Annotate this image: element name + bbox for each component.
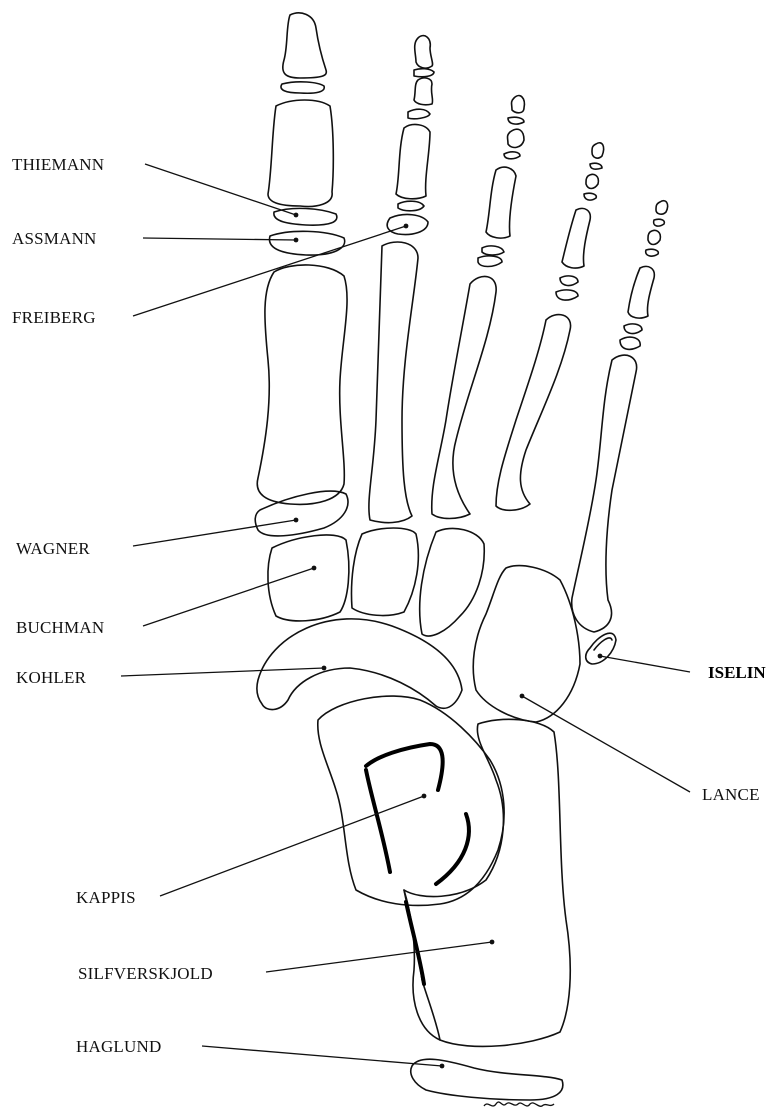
- ray5-distal-phalanx: [656, 201, 668, 214]
- label-haglund: HAGLUND: [76, 1037, 161, 1056]
- talus-inner-curve-left: [366, 770, 390, 872]
- label-assmann: ASSMANN: [12, 229, 97, 248]
- fifth-metatarsal: [572, 355, 637, 632]
- navicular-kohler: [257, 619, 462, 710]
- midfoot-bones: [255, 491, 580, 722]
- assmann-dot: [294, 238, 299, 243]
- label-freiberg: FREIBERG: [12, 308, 96, 327]
- hindfoot-bones: [318, 696, 570, 1100]
- ray5-epiphysis-c: [624, 324, 642, 334]
- kappis-dot: [422, 794, 427, 799]
- ray4-epiphysis-d: [556, 290, 578, 300]
- ray4-distal-phalanx: [592, 143, 604, 158]
- ray4-epiphysis-c: [560, 276, 578, 286]
- thiemann-dot: [294, 213, 299, 218]
- lance-dot: [520, 694, 525, 699]
- ray2-middle-phalanx: [414, 78, 433, 105]
- label-kohler: KOHLER: [16, 668, 87, 687]
- talus-inner-curve-right: [436, 814, 469, 884]
- ray2-proximal-phalanx: [396, 125, 430, 199]
- wagner-leader: [133, 520, 296, 546]
- haglund-dot: [440, 1064, 445, 1069]
- ray3-distal-phalanx: [512, 96, 525, 113]
- assmann-leader: [143, 238, 296, 240]
- ray2-prox-epiphysis-a: [398, 201, 424, 211]
- second-metatarsal: [369, 242, 418, 523]
- medial-cuneiform-buchman: [268, 535, 349, 621]
- ray2-mid-epiphysis-b: [408, 109, 430, 119]
- ray2-distal-phalanx: [415, 36, 433, 68]
- ray-2-bones: [369, 36, 434, 523]
- artist-signature: [484, 1102, 554, 1106]
- iselin-dot: [598, 654, 603, 659]
- thiemann-leader: [145, 164, 296, 215]
- ray5-epiphysis-a: [654, 219, 665, 226]
- ray-3-bones: [432, 96, 525, 519]
- wagner-bone: [255, 491, 348, 536]
- ray5-epiphysis-b: [646, 249, 659, 256]
- signature-scribble: [484, 1102, 554, 1106]
- ray3-middle-phalanx: [508, 129, 525, 147]
- ray3-epiphysis-d: [478, 256, 502, 267]
- ray5-epiphysis-d: [620, 337, 640, 349]
- ray3-proximal-phalanx: [486, 167, 516, 238]
- calcaneus-silfverskjold: [404, 719, 570, 1046]
- kohler-leader: [121, 668, 324, 676]
- kohler-dot: [322, 666, 327, 671]
- label-wagner: WAGNER: [16, 539, 90, 558]
- ray3-epiphysis-a: [508, 117, 524, 124]
- silfverskjold-leader: [266, 942, 492, 972]
- ray5-middle-phalanx: [648, 230, 660, 244]
- first-metatarsal: [257, 265, 347, 504]
- haglund-leader: [202, 1046, 442, 1066]
- label-thiemann: THIEMANN: [12, 155, 104, 174]
- ray4-epiphysis-a: [590, 163, 602, 169]
- leader-lines: [121, 164, 690, 1068]
- silfverskjold-dot: [490, 940, 495, 945]
- ray-5-bones: [572, 201, 668, 664]
- intermediate-cuneiform: [351, 528, 418, 615]
- buchman-dot: [312, 566, 317, 571]
- buchman-leader: [143, 568, 314, 626]
- wagner-dot: [294, 518, 299, 523]
- freiberg-dot: [404, 224, 409, 229]
- labels: THIEMANN ASSMANN FREIBERG WAGNER BUCHMAN…: [12, 155, 766, 1056]
- assmann-epiphysis: [269, 231, 344, 255]
- ray4-epiphysis-b: [584, 193, 596, 200]
- label-buchman: BUCHMAN: [16, 618, 104, 637]
- fourth-metatarsal: [496, 315, 571, 511]
- ray-1-bones: [257, 13, 347, 504]
- ray3-epiphysis-c: [482, 246, 504, 255]
- calcaneus-groove-heavy: [406, 902, 424, 984]
- talus-dome-curve: [366, 744, 443, 790]
- iselin-leader: [600, 656, 690, 672]
- lance-leader: [522, 696, 690, 792]
- hallux-proximal-phalanx: [268, 100, 333, 206]
- label-silfverskjold: SILFVERSKJOLD: [78, 964, 213, 983]
- ray5-proximal-phalanx: [628, 266, 654, 318]
- ray4-middle-phalanx: [586, 174, 598, 188]
- label-lance: LANCE: [702, 785, 760, 804]
- ray3-epiphysis-b: [504, 152, 520, 159]
- hallux-distal-phalanx: [283, 13, 327, 78]
- label-iselin: ISELIN: [708, 663, 766, 682]
- third-metatarsal: [432, 276, 496, 518]
- ray4-proximal-phalanx: [562, 208, 590, 268]
- hallux-sesamoid-line: [281, 82, 324, 93]
- label-kappis: KAPPIS: [76, 888, 136, 907]
- ray2-mid-epiphysis-a: [414, 69, 434, 77]
- lateral-cuneiform: [420, 528, 485, 636]
